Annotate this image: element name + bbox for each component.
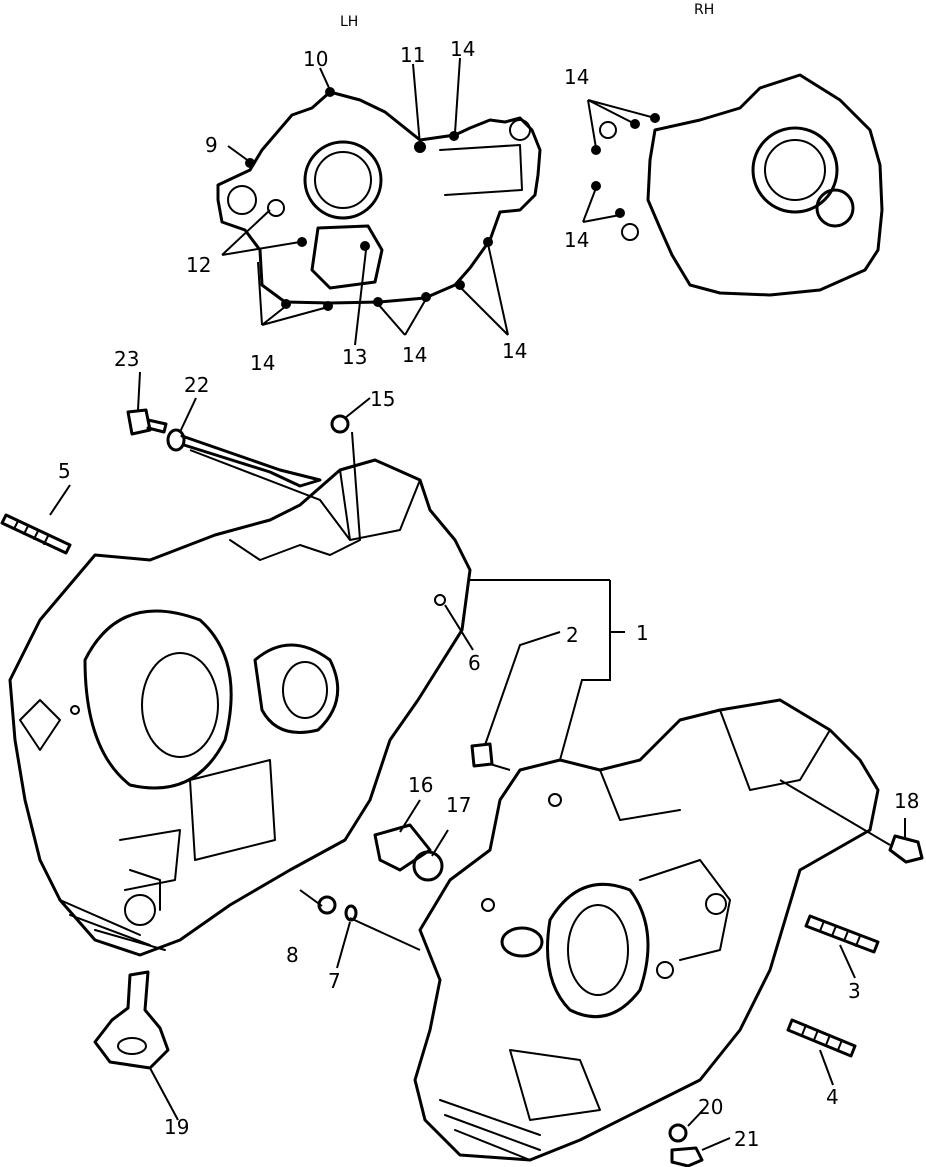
clip-18	[888, 834, 924, 864]
label-1: 1	[636, 621, 649, 645]
label-14-b: 14	[564, 65, 589, 89]
label-14-c: 14	[564, 228, 589, 252]
label-17: 17	[446, 793, 471, 817]
label-20: 20	[698, 1095, 723, 1119]
label-14-e: 14	[402, 343, 427, 367]
lh-gasket	[216, 90, 542, 305]
crankcase-leaders	[49, 371, 906, 1151]
label-7: 7	[328, 969, 341, 993]
label-9: 9	[205, 133, 218, 157]
label-2: 2	[566, 623, 579, 647]
lh-leaders	[221, 57, 509, 346]
washer-7	[344, 904, 358, 922]
stud-bolt-4	[786, 1018, 857, 1058]
stud-bolt-5	[0, 513, 72, 555]
label-16: 16	[408, 773, 433, 797]
label-3: 3	[848, 979, 861, 1003]
washer-20	[668, 1123, 688, 1143]
label-8: 8	[286, 943, 299, 967]
nut-15	[330, 414, 350, 434]
label-4: 4	[826, 1085, 839, 1109]
dowel-pin-2	[470, 742, 494, 768]
strainer-19	[93, 970, 170, 1070]
right-crankcase-half	[413, 698, 880, 1162]
label-5: 5	[58, 459, 71, 483]
label-15: 15	[370, 387, 395, 411]
plug-16	[373, 823, 432, 872]
label-10: 10	[303, 47, 328, 71]
rh-leaders	[582, 99, 660, 223]
rh-header: RH	[694, 2, 714, 18]
callout-labels: 1 2 3 4 5 6 7 8 9 10 11 12 13 14 14 14 1…	[58, 37, 919, 1151]
label-13: 13	[342, 345, 367, 369]
o-ring-17	[412, 850, 444, 882]
label-14-d: 14	[250, 351, 275, 375]
label-18: 18	[894, 789, 919, 813]
rh-gasket	[599, 73, 884, 297]
label-21: 21	[734, 1127, 759, 1151]
label-11: 11	[400, 43, 425, 67]
label-23: 23	[114, 347, 139, 371]
nut-21	[670, 1146, 704, 1167]
bolt-23	[126, 408, 168, 436]
label-14-a: 14	[450, 37, 475, 61]
pipe-22	[166, 428, 322, 488]
lh-header: LH	[340, 14, 358, 30]
label-19: 19	[164, 1115, 189, 1139]
label-14-f: 14	[502, 339, 527, 363]
left-crankcase-half	[8, 458, 472, 957]
stud-bolt-3	[804, 914, 880, 954]
label-6: 6	[468, 651, 481, 675]
label-12: 12	[186, 253, 211, 277]
label-22: 22	[184, 373, 209, 397]
